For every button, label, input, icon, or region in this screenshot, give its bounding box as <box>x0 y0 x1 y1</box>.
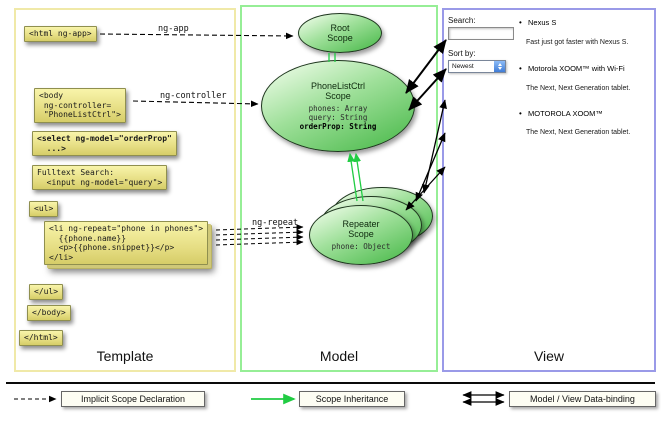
code-body-open: <body ng-controller= "PhoneListCtrl"> <box>34 88 126 123</box>
ng-repeat-label: ng-repeat <box>252 218 299 228</box>
legend-separator <box>6 382 655 384</box>
bullet-icon: • <box>519 18 522 27</box>
list-item: • Nexus S <box>519 18 651 27</box>
code-html-close: </html> <box>19 330 63 346</box>
list-item: • MOTOROLA XOOM™ <box>519 109 651 118</box>
phone-snippet: The Next, Next Generation tablet. <box>526 129 631 136</box>
repeater-scope-ellipse: Repeater Scope phone: Object <box>309 205 413 265</box>
sort-dropdown-value: Newest <box>452 63 474 70</box>
phonelistctrl-orderprop: orderProp: String <box>299 122 377 131</box>
template-column-label: Template <box>96 348 154 364</box>
ng-app-label: ng-app <box>158 24 189 34</box>
dropdown-stepper-icon <box>494 61 505 72</box>
code-body-close: </body> <box>27 305 71 321</box>
list-item: • Motorola XOOM™ with Wi-Fi <box>519 64 651 73</box>
bullet-icon: • <box>519 64 522 73</box>
model-column: Model <box>240 5 438 372</box>
root-scope-title: Root Scope <box>327 23 353 43</box>
legend-implicit-scope: Implicit Scope Declaration <box>61 391 205 407</box>
sort-dropdown[interactable]: Newest <box>448 60 506 73</box>
phone-snippet: Fast just got faster with Nexus S. <box>526 39 629 46</box>
legend-data-binding: Model / View Data-binding <box>509 391 656 407</box>
ng-controller-label: ng-controller <box>160 91 227 101</box>
phone-name: Nexus S <box>528 18 557 27</box>
code-html-open: <html ng-app> <box>24 26 97 42</box>
phone-name: MOTOROLA XOOM™ <box>528 109 603 118</box>
model-column-label: Model <box>319 348 359 364</box>
phonelistctrl-scope-title: PhoneListCtrl Scope <box>310 81 366 101</box>
code-li-ngrepeat: <li ng-repeat="phone in phones"> {{phone… <box>44 221 209 265</box>
sort-by-label: Sort by: <box>448 49 476 58</box>
root-scope-ellipse: Root Scope <box>298 13 382 53</box>
repeater-scope-prop: phone: Object <box>331 242 391 251</box>
search-input[interactable] <box>448 27 514 40</box>
phone-name: Motorola XOOM™ with Wi-Fi <box>528 64 625 73</box>
view-column-label: View <box>533 348 565 364</box>
code-ul-close: </ul> <box>29 284 64 300</box>
phonelistctrl-scope-props: phones: Array query: String <box>308 104 368 122</box>
repeater-scope-title: Repeater Scope <box>342 219 380 239</box>
search-label: Search: <box>448 16 476 25</box>
code-ul-open: <ul> <box>29 201 59 217</box>
phone-snippet: The Next, Next Generation tablet. <box>526 85 631 92</box>
phonelistctrl-scope-ellipse: PhoneListCtrl Scope phones: Array query:… <box>261 60 415 152</box>
legend-scope-inheritance: Scope Inheritance <box>299 391 405 407</box>
code-select-ngmodel: <select ng-model="orderProp" ...> <box>32 131 177 156</box>
bullet-icon: • <box>519 109 522 118</box>
code-fulltext-search: Fulltext Search: <input ng-model="query"… <box>32 165 168 190</box>
